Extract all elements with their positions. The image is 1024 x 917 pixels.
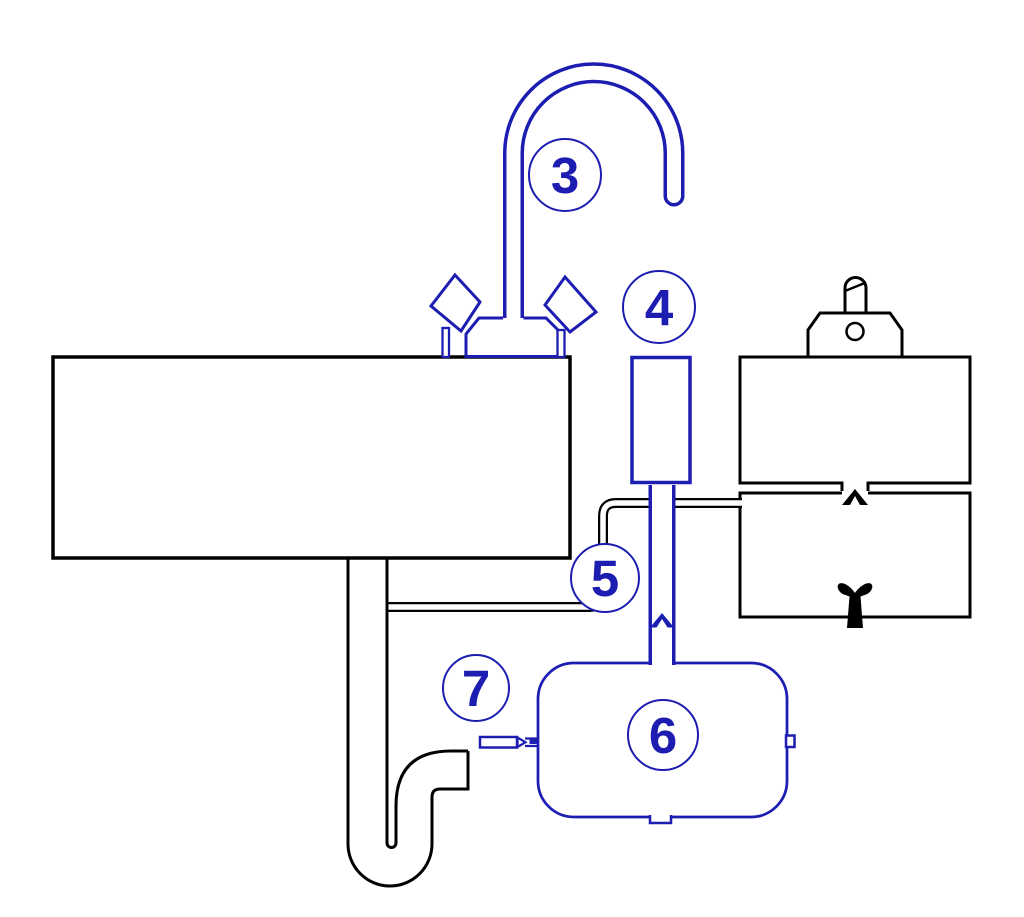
tank-valve-body — [478, 735, 519, 749]
tank-right-stub — [784, 734, 796, 749]
faucet-gooseneck-core — [506, 65, 681, 339]
callout-circle — [570, 543, 640, 613]
pipe-stub-seam-line — [844, 281, 867, 293]
callout-number: 7 — [462, 660, 490, 717]
callout-3: 3 — [528, 138, 602, 212]
faucet-handle-right — [543, 274, 599, 335]
faucet-base-fill — [466, 318, 559, 358]
flow-arrow-notch — [850, 496, 860, 505]
callout-number: 6 — [649, 707, 677, 764]
callout-4: 4 — [622, 270, 696, 344]
callout-circle — [622, 270, 696, 344]
tank-valve-arrow-icon — [516, 735, 528, 749]
faucet-handle-stem-right — [556, 328, 566, 359]
tank-valve-outlet-lines — [525, 737, 538, 748]
callout-7: 7 — [442, 654, 510, 722]
drain-p-trap-outer — [346, 559, 470, 888]
drain-p-trap-inner — [385, 559, 468, 849]
flow-arrow-notch-blue — [656, 619, 668, 628]
callout-number: 3 — [551, 147, 579, 204]
faucet-handle-stem-left — [441, 326, 451, 359]
supply-shutoff-valve-icon — [837, 583, 873, 628]
callout-number: 5 — [591, 550, 619, 607]
callout-number: 4 — [645, 279, 674, 336]
callout-circle — [442, 654, 510, 722]
tank-bottom-stub — [648, 815, 673, 825]
callout-5: 5 — [570, 543, 640, 613]
faucet-handle-left — [428, 272, 482, 334]
filter-cartridge — [630, 355, 692, 485]
wall-panel-upper — [738, 355, 972, 491]
tank-bottom-stub-mask — [650, 812, 671, 821]
tank-valve-fitting — [529, 739, 537, 744]
callout-6: 6 — [627, 699, 699, 771]
sink-counter — [51, 355, 572, 560]
supply-pipe-stub — [843, 276, 868, 314]
callout-circle — [627, 699, 699, 771]
clamp-bolt-hole-icon — [845, 321, 865, 342]
callout-circle — [528, 138, 602, 212]
